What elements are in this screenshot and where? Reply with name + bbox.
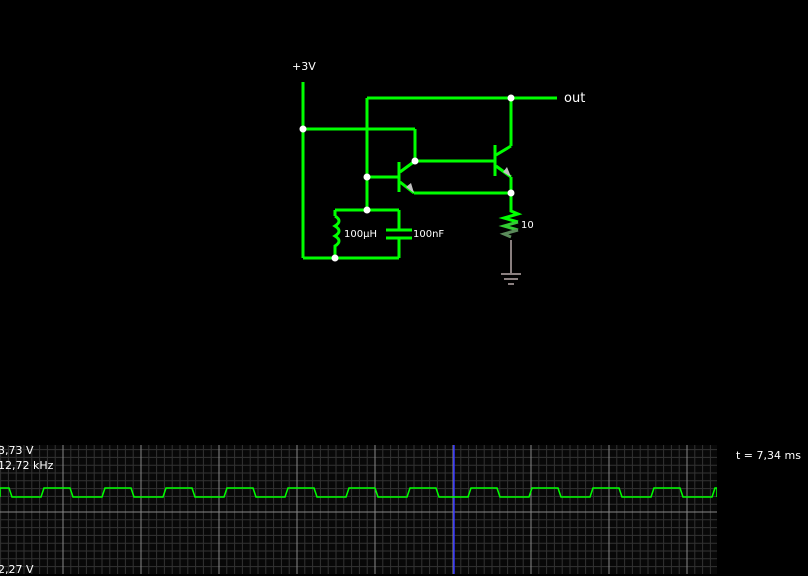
scope-frequency: 12,72 kHz [0, 459, 54, 472]
inductor-label: 100µH [344, 229, 377, 240]
scope-min-voltage: 2,27 V [0, 563, 34, 576]
oscilloscope-panel[interactable] [0, 445, 717, 574]
capacitor[interactable] [386, 228, 412, 240]
scope-trace [0, 487, 717, 498]
resistor[interactable] [498, 208, 523, 239]
supply-label: +3V [292, 60, 316, 73]
output-label: out [564, 91, 586, 106]
node [299, 125, 307, 133]
inductor[interactable] [332, 214, 341, 250]
node [411, 157, 419, 165]
junction-nodes [299, 94, 515, 262]
node [363, 173, 371, 181]
ground-icon [501, 240, 521, 285]
scope-time: t = 7,34 ms [736, 449, 801, 462]
resistor-label: 10 [521, 220, 534, 231]
t2-emitter-arrow-icon [503, 167, 511, 177]
node [331, 254, 339, 262]
node [507, 189, 515, 197]
scope-background [0, 445, 717, 574]
node [363, 206, 371, 214]
transistor-t1[interactable] [397, 159, 416, 195]
capacitor-label: 100nF [413, 229, 445, 240]
t1-emitter-arrow-icon [406, 183, 414, 193]
node [507, 94, 515, 102]
scope-max-voltage: 3,73 V [0, 444, 34, 457]
